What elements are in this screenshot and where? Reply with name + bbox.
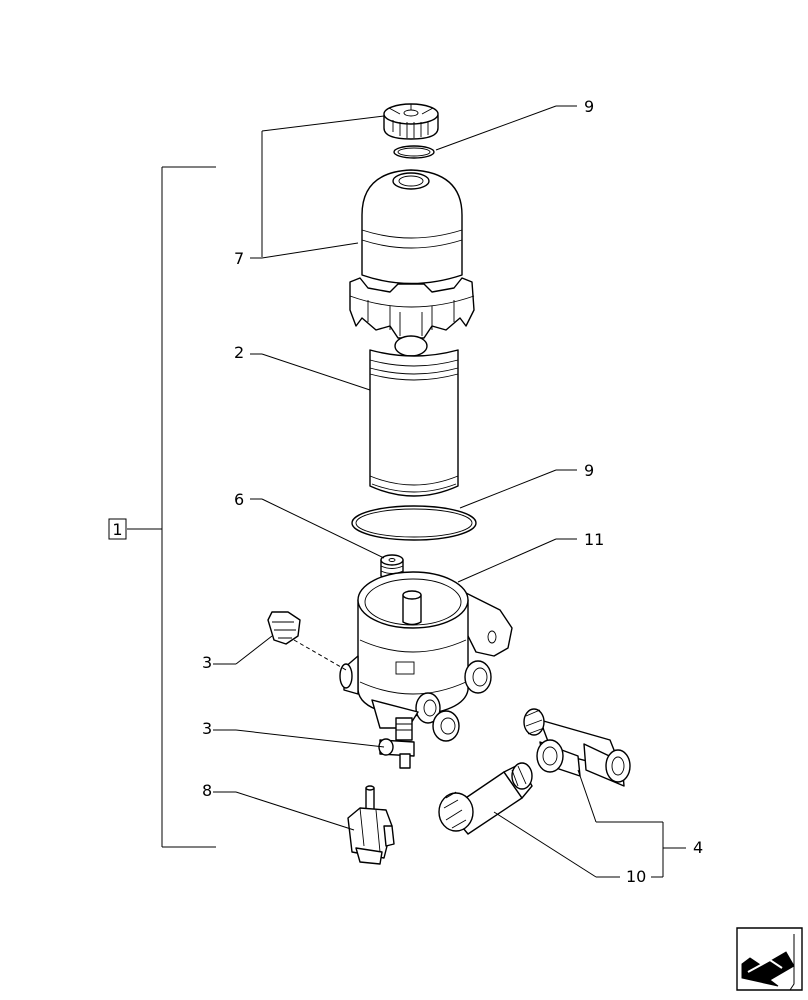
plug [267,611,347,671]
next-page-arrow-icon[interactable] [736,927,803,991]
callout-3-plug[interactable]: 3 [202,653,212,672]
filter-head [339,571,513,742]
callout-3-drain[interactable]: 3 [202,719,212,738]
tee-fitting [523,708,631,787]
callout-9-top[interactable]: 9 [584,97,594,116]
callout-9-lower[interactable]: 9 [584,461,594,480]
assembly-bracket: 1 [108,166,216,848]
filter-housing [349,169,475,357]
o-ring-lower [351,505,477,541]
callout-labels: 9 7 2 9 6 11 3 3 8 4 10 [202,97,703,886]
adapter [438,762,533,835]
filter-element [369,349,459,497]
callout-2[interactable]: 2 [234,343,244,362]
callout-10[interactable]: 10 [626,867,646,886]
drain-valve [378,717,415,769]
filter-cap [383,103,439,140]
callout-4[interactable]: 4 [693,838,703,857]
leader-lines [213,105,686,878]
bleed-screw [380,554,404,580]
water-sensor [347,785,395,865]
callout-1[interactable]: 1 [112,520,122,539]
callout-8[interactable]: 8 [202,781,212,800]
callout-6[interactable]: 6 [234,490,244,509]
callout-11[interactable]: 11 [584,530,604,549]
assembly-label-box [108,518,127,540]
callout-7[interactable]: 7 [234,249,244,268]
